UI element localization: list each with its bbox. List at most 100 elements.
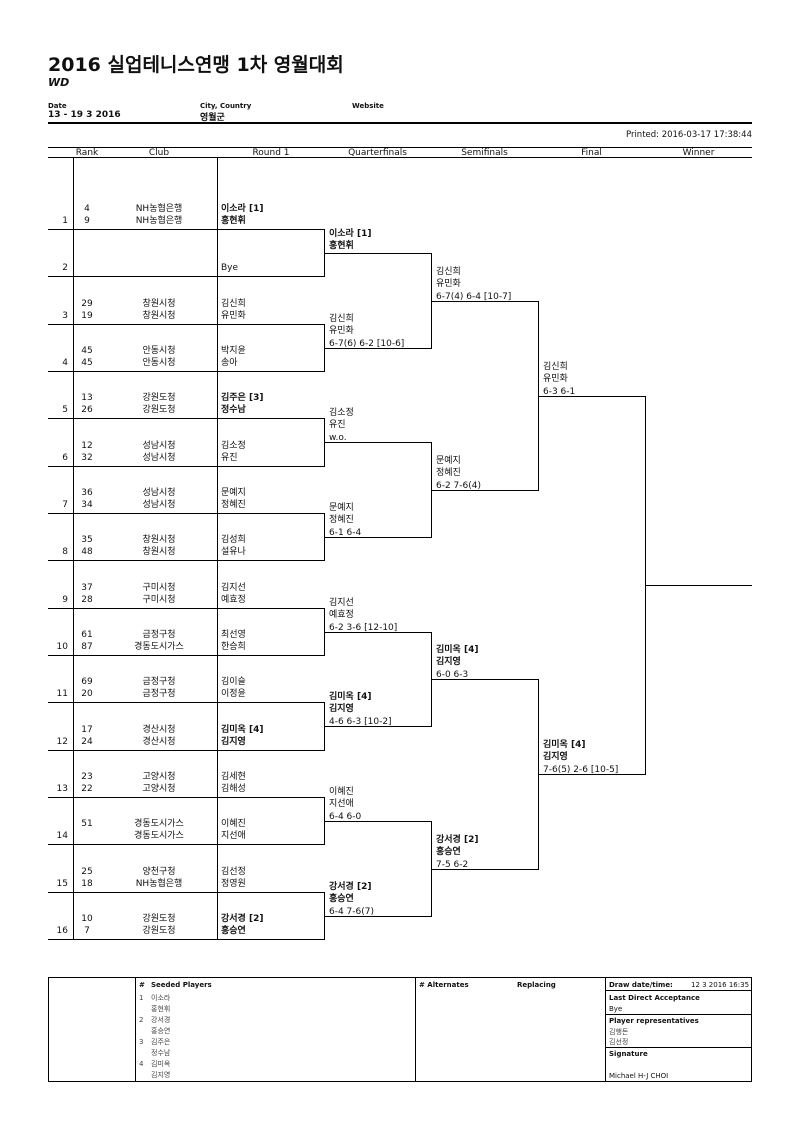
- sf-winner-2[interactable]: 홍승연: [436, 847, 461, 857]
- qf-winner-1[interactable]: 이혜진: [329, 787, 354, 797]
- sf-connector: [431, 632, 432, 727]
- qf-winner-2[interactable]: 정혜진: [329, 515, 354, 525]
- player-rank: 4: [84, 204, 90, 214]
- player-name[interactable]: 김미옥 [4]: [221, 725, 264, 735]
- player-rank: 17: [81, 725, 93, 735]
- qf-line: [325, 916, 431, 917]
- player-name[interactable]: 설유나: [221, 547, 246, 557]
- qf-connector: [324, 892, 325, 940]
- draw-position: 14: [56, 831, 68, 841]
- draw-date-label: Draw date/time:: [609, 981, 673, 989]
- player-name[interactable]: 정혜진: [221, 500, 246, 510]
- qf-winner-2[interactable]: 유진: [329, 420, 346, 430]
- draw-position: 6: [62, 453, 68, 463]
- player-rank: 26: [81, 405, 93, 415]
- qf-winner-1[interactable]: 김미옥 [4]: [329, 692, 372, 702]
- player-name[interactable]: 이정윤: [221, 689, 246, 699]
- seed-player: 김지영: [151, 1071, 171, 1079]
- qf-score: 6-1 6-4: [329, 528, 362, 538]
- draw-slot-line: [48, 702, 324, 703]
- player-rank: 45: [81, 358, 93, 368]
- final-winner-1[interactable]: 김신희: [543, 362, 568, 372]
- qf-winner-2[interactable]: 예효정: [329, 610, 354, 620]
- qf-winner-1[interactable]: 문예지: [329, 503, 354, 513]
- sf-winner-1[interactable]: 김신희: [436, 267, 461, 277]
- city-value: 영월군: [200, 113, 225, 123]
- player-name[interactable]: 정수남: [221, 405, 246, 415]
- player-name[interactable]: 유민화: [221, 311, 246, 321]
- sf-winner-2[interactable]: 김지영: [436, 657, 461, 667]
- col-header-quarterfinals: Quarterfinals: [348, 148, 407, 158]
- player-name[interactable]: 김세현: [221, 772, 246, 782]
- qf-connector: [324, 229, 325, 277]
- rank-column-line: [73, 157, 74, 940]
- qf-winner-2[interactable]: 홍현휘: [329, 241, 354, 251]
- player-name[interactable]: 예효정: [221, 595, 246, 605]
- player-name[interactable]: 이소라 [1]: [221, 204, 264, 214]
- player-name[interactable]: 지선애: [221, 831, 246, 841]
- sf-winner-1[interactable]: 문예지: [436, 456, 461, 466]
- footer-divider-3: [605, 978, 606, 1082]
- player-name[interactable]: 정영원: [221, 879, 246, 889]
- col-header-rank: Rank: [75, 148, 99, 158]
- qf-winner-1[interactable]: 김소정: [329, 408, 354, 418]
- draw-slot-line: [48, 797, 324, 798]
- qf-connector: [324, 418, 325, 467]
- draw-slot-line: [48, 324, 324, 325]
- player-club: 강원도청: [142, 914, 176, 924]
- qf-winner-1[interactable]: 강서경 [2]: [329, 882, 372, 892]
- player-club: 강원도청: [142, 926, 176, 936]
- player-name[interactable]: 김주은 [3]: [221, 393, 264, 403]
- sf-winner-2[interactable]: 정혜진: [436, 468, 461, 478]
- final-winner-2[interactable]: 유민화: [543, 374, 568, 384]
- alternates-title: # Alternates: [419, 981, 469, 989]
- seed-number: 4: [139, 1060, 144, 1068]
- final-winner-2[interactable]: 김지영: [543, 752, 568, 762]
- player-name[interactable]: 김소정: [221, 441, 246, 451]
- player-name[interactable]: 김지영: [221, 737, 246, 747]
- draw-slot-line: [48, 750, 324, 751]
- player-name[interactable]: 김이슬: [221, 677, 246, 687]
- qf-winner-1[interactable]: 김지선: [329, 598, 354, 608]
- player-name[interactable]: 송아: [221, 358, 238, 368]
- sf-winner-1[interactable]: 김미옥 [4]: [436, 645, 479, 655]
- qf-score: 6-7(6) 6-2 [10-6]: [329, 339, 405, 349]
- player-name[interactable]: 홍승연: [221, 926, 246, 936]
- player-name[interactable]: 김지선: [221, 583, 246, 593]
- draw-position: 13: [56, 784, 68, 794]
- draw-position: 10: [56, 642, 68, 652]
- qf-winner-2[interactable]: 김지영: [329, 704, 354, 714]
- qf-winner-1[interactable]: 이소라 [1]: [329, 229, 372, 239]
- player-name[interactable]: 한승희: [221, 642, 246, 652]
- player-name[interactable]: Bye: [221, 263, 239, 273]
- player-name[interactable]: 김신희: [221, 299, 246, 309]
- qf-winner-2[interactable]: 홍승연: [329, 894, 354, 904]
- footer-rule-1: [605, 990, 752, 991]
- qf-winner-1[interactable]: 김신희: [329, 314, 354, 324]
- player-name[interactable]: 홍현휘: [221, 216, 246, 226]
- player-name[interactable]: 박지윤: [221, 346, 246, 356]
- player-name[interactable]: 김성희: [221, 535, 246, 545]
- sf-winner-1[interactable]: 강서경 [2]: [436, 835, 479, 845]
- sf-connector: [431, 253, 432, 349]
- sf-winner-2[interactable]: 유민화: [436, 279, 461, 289]
- draw-position: 15: [56, 879, 68, 889]
- final-winner-1[interactable]: 김미옥 [4]: [543, 740, 586, 750]
- footer-rule-3: [605, 1047, 752, 1048]
- player-name[interactable]: 최선영: [221, 630, 246, 640]
- player-name[interactable]: 강서경 [2]: [221, 914, 264, 924]
- sf-line: [432, 490, 538, 491]
- sf-score: 7-5 6-2: [436, 860, 469, 870]
- player-name[interactable]: 김해성: [221, 784, 246, 794]
- footer-divider-1: [135, 978, 136, 1082]
- draw-slot-line: [48, 560, 324, 561]
- player-name[interactable]: 유진: [221, 453, 238, 463]
- column-header-bottom-rule: [48, 157, 752, 158]
- player-name[interactable]: 문예지: [221, 488, 246, 498]
- qf-winner-2[interactable]: 지선애: [329, 799, 354, 809]
- player-name[interactable]: 김선정: [221, 867, 246, 877]
- player-club: 성남시청: [142, 500, 176, 510]
- qf-winner-2[interactable]: 유민화: [329, 326, 354, 336]
- player-rank: 10: [81, 914, 93, 924]
- player-name[interactable]: 이혜진: [221, 819, 246, 829]
